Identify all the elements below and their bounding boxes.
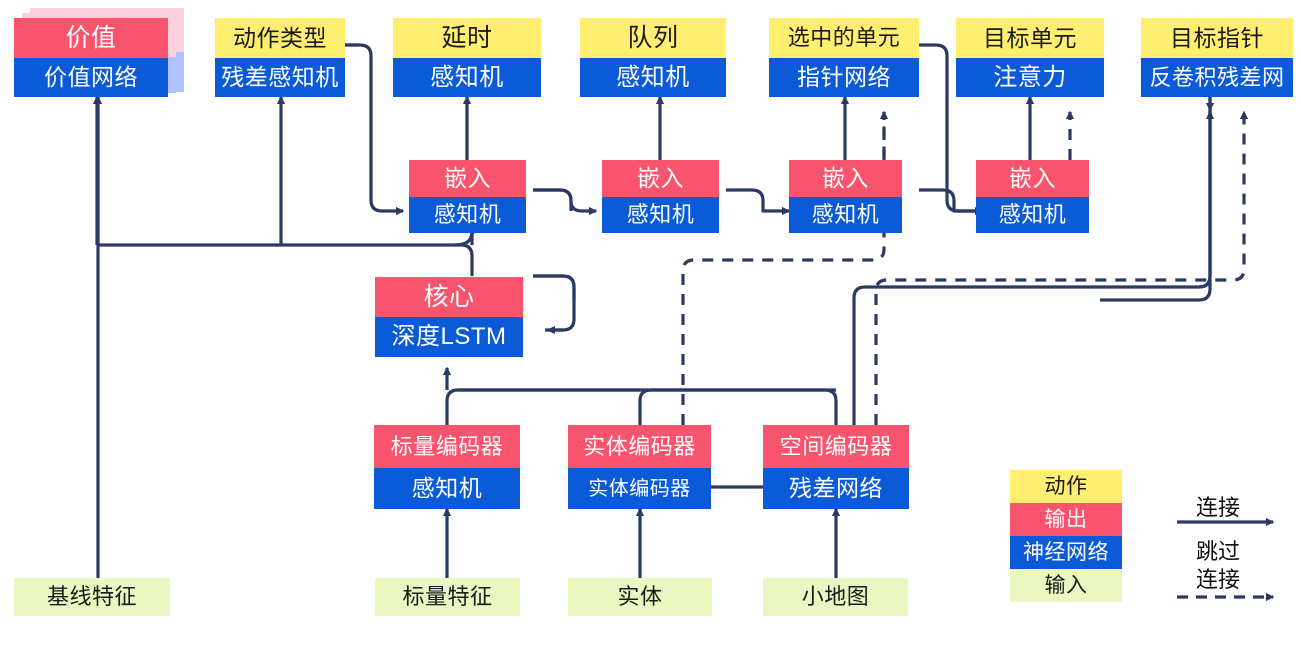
node-target-unit[interactable]: 目标单元 注意力 <box>956 18 1104 97</box>
node-action-type-network-band: 残差感知机 <box>215 58 345 97</box>
node-spatial-encoder[interactable]: 空间编码器 残差网络 <box>763 425 909 509</box>
node-embed-4-output-band: 嵌入 <box>976 160 1089 197</box>
node-scalar-encoder-network-band: 感知机 <box>374 468 520 509</box>
node-entity-encoder-output-band: 实体编码器 <box>568 425 711 468</box>
node-embed-2-output-band: 嵌入 <box>602 160 719 197</box>
node-value-output-band: 价值 <box>14 18 168 58</box>
node-queue-network-band: 感知机 <box>580 58 726 97</box>
node-value-network-band: 价值网络 <box>14 58 168 97</box>
node-queue[interactable]: 队列 感知机 <box>580 18 726 97</box>
node-value[interactable]: 价值 价值网络 <box>14 18 168 97</box>
legend-skip-label-line2: 连接 <box>1196 567 1241 592</box>
legend-network-band: 神经网络 <box>1010 536 1122 569</box>
node-delay-network-band: 感知机 <box>393 58 541 97</box>
node-input-entities[interactable]: 实体 <box>568 578 712 616</box>
node-spatial-encoder-network-band: 残差网络 <box>763 468 909 509</box>
node-core-network-band: 深度LSTM <box>375 317 523 357</box>
node-selected-units-network-band: 指针网络 <box>769 58 919 97</box>
legend-action-band: 动作 <box>1010 470 1122 503</box>
node-input-baseline-features[interactable]: 基线特征 <box>14 578 170 616</box>
node-delay[interactable]: 延时 感知机 <box>393 18 541 97</box>
node-embed-1[interactable]: 嵌入 感知机 <box>409 160 526 233</box>
node-embed-2-network-band: 感知机 <box>602 197 719 233</box>
node-embed-3-network-band: 感知机 <box>789 197 902 233</box>
node-embed-4[interactable]: 嵌入 感知机 <box>976 160 1089 233</box>
node-embed-1-network-band: 感知机 <box>409 197 526 233</box>
node-embed-1-output-band: 嵌入 <box>409 160 526 197</box>
legend-skip-label-line1: 跳过 <box>1196 539 1241 564</box>
node-target-unit-network-band: 注意力 <box>956 58 1104 97</box>
node-target-point-action-band: 目标指针 <box>1141 18 1293 58</box>
legend-connection-label: 连接 <box>1196 495 1241 520</box>
node-action-type[interactable]: 动作类型 残差感知机 <box>215 18 345 97</box>
legend-color-key: 动作 输出 神经网络 输入 <box>1010 470 1122 602</box>
node-input-scalar-features[interactable]: 标量特征 <box>375 578 520 616</box>
node-spatial-encoder-output-band: 空间编码器 <box>763 425 909 468</box>
node-core[interactable]: 核心 深度LSTM <box>375 277 523 357</box>
legend-output-band: 输出 <box>1010 503 1122 536</box>
node-target-point-network-band: 反卷积残差网 <box>1141 58 1293 97</box>
node-entity-encoder[interactable]: 实体编码器 实体编码器 <box>568 425 711 509</box>
node-input-minimap[interactable]: 小地图 <box>763 578 908 616</box>
node-target-point[interactable]: 目标指针 反卷积残差网 <box>1141 18 1293 97</box>
node-scalar-encoder[interactable]: 标量编码器 感知机 <box>374 425 520 509</box>
node-queue-action-band: 队列 <box>580 18 726 58</box>
node-delay-action-band: 延时 <box>393 18 541 58</box>
node-entity-encoder-network-band: 实体编码器 <box>568 468 711 509</box>
node-embed-3-output-band: 嵌入 <box>789 160 902 197</box>
node-embed-3[interactable]: 嵌入 感知机 <box>789 160 902 233</box>
legend-input-band: 输入 <box>1010 569 1122 602</box>
node-target-unit-action-band: 目标单元 <box>956 18 1104 58</box>
skip-connections <box>681 110 1249 425</box>
node-action-type-action-band: 动作类型 <box>215 18 345 58</box>
node-embed-2[interactable]: 嵌入 感知机 <box>602 160 719 233</box>
node-core-output-band: 核心 <box>375 277 523 317</box>
node-embed-4-network-band: 感知机 <box>976 197 1089 233</box>
node-scalar-encoder-output-band: 标量编码器 <box>374 425 520 468</box>
node-selected-units[interactable]: 选中的单元 指针网络 <box>769 18 919 97</box>
node-selected-units-action-band: 选中的单元 <box>769 18 919 58</box>
